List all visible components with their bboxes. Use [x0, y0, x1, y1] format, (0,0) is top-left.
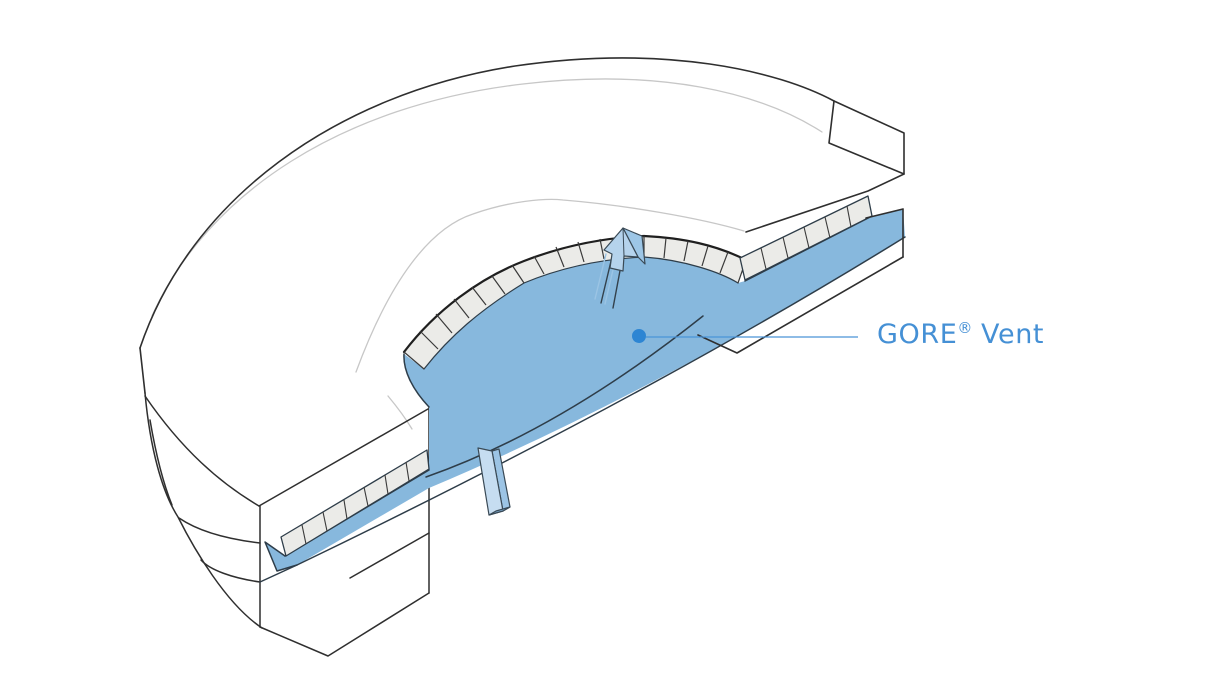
airflow-arrow-front-face — [603, 227, 639, 272]
base-housing-left — [144, 392, 430, 657]
membrane-blob-left-edge — [403, 353, 430, 408]
pleat-strip-left-separators — [301, 461, 410, 545]
vent-label-product: Vent — [981, 319, 1045, 350]
base-left-inner-arc — [149, 419, 173, 506]
pleat-strip-left — [280, 449, 430, 557]
lower-slab-edge — [349, 532, 430, 579]
top-cover-inner-edges — [151, 78, 823, 430]
pleated-filter-ring — [280, 195, 873, 557]
pleat-arc-bottom-edge — [423, 256, 739, 370]
pleat-strip-right-separators — [760, 205, 852, 270]
airflow-arrow-crease — [622, 227, 625, 257]
registered-trademark-symbol: ® — [957, 319, 974, 337]
base-underside-edge — [697, 256, 904, 354]
membrane-fold-line — [425, 315, 704, 478]
lid-inner-arc-lower — [355, 198, 745, 373]
membrane-surface — [265, 209, 905, 571]
membrane-band-bottom-edge — [259, 236, 906, 583]
lid-outer-arc — [139, 57, 835, 349]
membrane-fold-edges — [264, 541, 298, 572]
support-leg — [477, 447, 511, 516]
cutface-hole-arc — [387, 395, 413, 430]
lid-left-tip-edge — [139, 347, 146, 394]
base-top-arc — [144, 395, 260, 507]
vent-label: GORE® Vent — [877, 319, 1044, 350]
pleat-arc-separators — [403, 236, 747, 370]
base-cutface-top-edge — [258, 408, 429, 507]
airflow-arrow — [594, 227, 646, 309]
support-leg-bottom-face — [488, 506, 511, 516]
lid-underside-edge — [745, 173, 905, 233]
lid-inner-arc-upper — [151, 78, 823, 317]
base-layer-division-lower — [200, 559, 261, 583]
top-cover-outline — [139, 57, 905, 394]
base-housing-right — [697, 208, 904, 354]
vent-label-brand: GORE — [877, 319, 958, 350]
lid-cut-face — [828, 100, 905, 175]
callout-dot — [632, 329, 646, 343]
base-layer-division-upper — [178, 517, 261, 544]
base-left-silhouette — [144, 392, 263, 629]
pleat-arc-band — [404, 236, 746, 369]
callout — [632, 329, 858, 343]
base-right-cutface — [865, 208, 904, 258]
base-bottom-corner-edges — [259, 592, 430, 657]
